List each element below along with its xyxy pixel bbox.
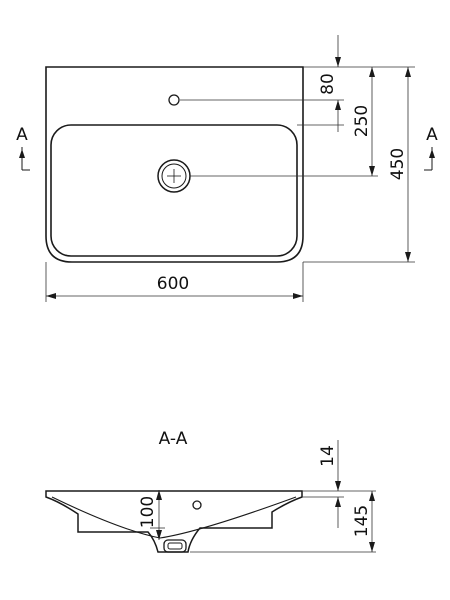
rim-thickness-label: 14 [318, 445, 338, 467]
svg-text:A: A [426, 125, 438, 145]
section-marker-right: A [424, 125, 438, 171]
section-title: A-A [159, 429, 188, 449]
dimension-basin-height: 100 [138, 490, 162, 540]
basin-outline [50, 124, 298, 257]
basin-height-label: 100 [138, 496, 158, 528]
drain-icon [157, 159, 191, 193]
dimension-taphole-offset: 80 [318, 35, 341, 132]
dimension-total-height: 145 [352, 491, 375, 552]
bowl-curve [51, 496, 297, 539]
section-drain-icon [163, 539, 187, 553]
dimension-rim-thickness: 14 [318, 440, 341, 528]
svg-text:A: A [16, 125, 28, 145]
sink-outline [45, 66, 304, 263]
dimension-depth: 450 [388, 67, 411, 262]
plan-view: 600 80 250 450 A [16, 35, 438, 302]
section-profile [45, 490, 303, 553]
dimension-basin-depth: 250 [352, 67, 375, 176]
tap-hole [168, 94, 180, 106]
total-height-label: 145 [352, 505, 372, 537]
basin-depth-label: 250 [352, 105, 372, 137]
extension-lines [45, 66, 415, 302]
section-extension-lines [150, 490, 376, 553]
taphole-offset-label: 80 [318, 73, 338, 95]
depth-label: 450 [388, 148, 408, 180]
section-tap-hole [192, 500, 202, 510]
section-marker-left: A [16, 125, 30, 171]
section-view: A-A 14 1 [45, 429, 376, 553]
dimension-width: 600 [46, 274, 303, 299]
width-label: 600 [157, 274, 189, 294]
